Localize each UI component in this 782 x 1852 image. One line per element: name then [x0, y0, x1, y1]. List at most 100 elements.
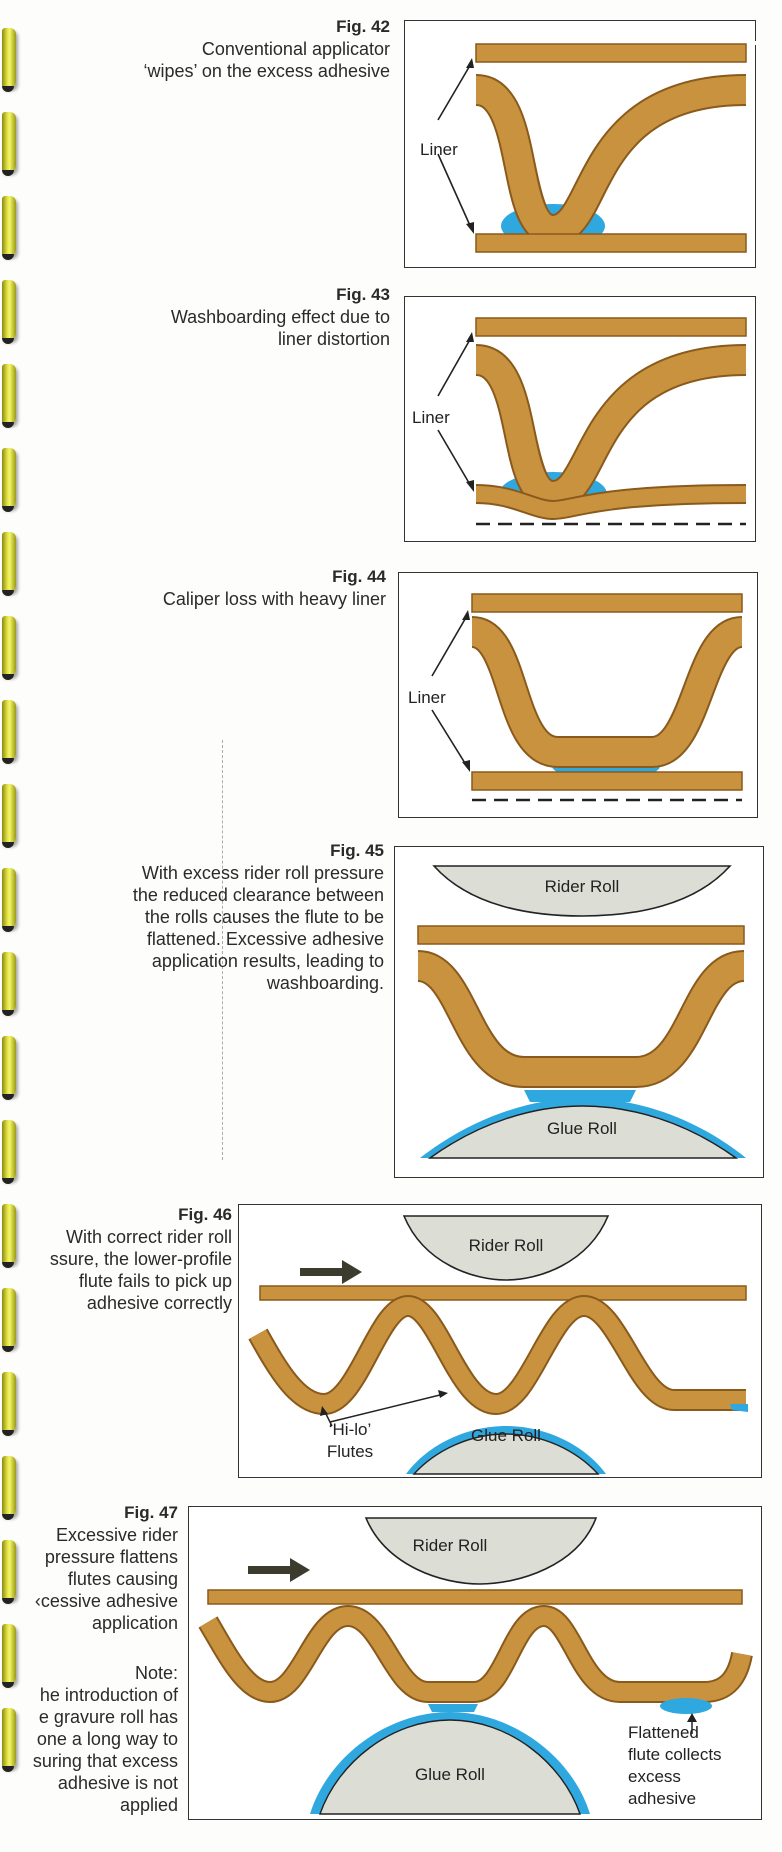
binder-ring-icon — [2, 1288, 16, 1352]
fig45-caption-line: washboarding. — [266, 973, 384, 993]
fig43-bent-liner — [475, 486, 747, 519]
fig45-number: Fig. 45 — [330, 841, 384, 860]
binder-ring-icon — [2, 700, 16, 764]
fig45-caption-line: the reduced clearance between — [132, 885, 384, 905]
arrow-icon — [462, 610, 470, 620]
fig45-caption: Fig. 45 With excess rider roll pressure … — [133, 840, 384, 994]
fig45-glue-roll-label: Glue Roll — [547, 1119, 617, 1138]
binder-ring-icon — [2, 1120, 16, 1184]
fig46-caption-line: ssure, the lower-profile — [49, 1249, 232, 1269]
fig46-glue-roll — [412, 1433, 600, 1475]
fig47-adhesive-nip — [428, 1704, 478, 1712]
arrow-icon — [466, 332, 474, 342]
fig46-top-liner — [259, 1285, 747, 1301]
binder-ring-icon — [2, 364, 16, 428]
fig47-note: Note: he introduction of e gravure roll … — [33, 1662, 178, 1816]
fig46-hilo-label: ‘Hi-lo’ — [328, 1420, 372, 1439]
fig47-top-liner — [207, 1589, 743, 1605]
binder-ring-icon — [2, 1372, 16, 1436]
fig43-top-liner — [475, 317, 747, 337]
fig45-top-liner — [417, 925, 745, 945]
fig45-glue-roll — [427, 1105, 739, 1159]
fig43-flute — [473, 346, 747, 511]
spiral-binding — [0, 0, 24, 1852]
fig47-flute — [200, 1606, 751, 1702]
binder-ring-icon — [2, 532, 16, 596]
fig45-caption-line: With excess rider roll pressure — [141, 863, 384, 883]
fig44-bottom-liner — [471, 771, 743, 791]
fig47-caption-line: pressure flattens — [44, 1547, 178, 1567]
fig47-caption-line: flutes causing — [67, 1569, 178, 1589]
fig47-caption-line: Excessive rider — [55, 1525, 178, 1545]
fig45-caption-line: application results, leading to — [151, 951, 384, 971]
fig47-drawing — [198, 1517, 753, 1815]
arrow-icon — [320, 1406, 328, 1416]
fig46-flutes-label: Flutes — [326, 1442, 374, 1461]
fig47-caption-line: ‹cessive adhesive — [34, 1591, 178, 1611]
binder-ring-icon — [2, 616, 16, 680]
fig45-rider-roll-label: Rider Roll — [544, 877, 620, 896]
fig44-number: Fig. 44 — [332, 567, 386, 586]
arrow-icon — [466, 480, 474, 492]
fig42-number: Fig. 42 — [336, 17, 390, 36]
fig47-flattened-line: excess — [628, 1767, 681, 1786]
binder-ring-icon — [2, 280, 16, 344]
arrow-icon — [248, 1558, 310, 1582]
fig47-collected-adhesive — [660, 1698, 712, 1714]
fig46-flute-edge — [248, 1294, 746, 1416]
fig45-caption-line: flattened. Excessive adhesive — [146, 929, 384, 949]
fig46-adhesive — [730, 1404, 748, 1412]
fig46-flute — [250, 1296, 746, 1414]
fig42-drawing — [437, 43, 747, 253]
fig42-caption: Fig. 42 Conventional applicator ‘wipes’ … — [144, 16, 390, 82]
fig47-note-line: suring that excess — [32, 1751, 178, 1771]
arrow-icon — [466, 222, 474, 234]
fig47-note-line: Note: — [134, 1663, 178, 1683]
fig46-glue-roll-label: Glue Roll — [471, 1426, 541, 1445]
fig43-number: Fig. 43 — [336, 285, 390, 304]
binder-ring-icon — [2, 112, 16, 176]
fig47-flattened-line: adhesive — [628, 1789, 697, 1808]
fig42-top-liner — [475, 43, 747, 63]
fig47-flattened-label: Flattened flute collects excess adhesive — [628, 1722, 722, 1810]
fig47-note-line: applied — [119, 1795, 178, 1815]
fig47-note-line: one a long way to — [36, 1729, 178, 1749]
fig45-flute — [415, 952, 746, 1086]
fig43-caption: Fig. 43 Washboarding effect due to liner… — [171, 284, 390, 350]
fig45-rider-roll — [432, 865, 732, 917]
fig42-caption-line: ‘wipes’ on the excess adhesive — [143, 61, 390, 81]
arrow-icon — [438, 1390, 448, 1398]
fig43-liner-arrow-down — [437, 429, 473, 489]
arrow-icon — [466, 58, 474, 68]
fig42-liner-label: Liner — [420, 140, 458, 159]
fig43-caption-line: Washboarding effect due to — [170, 307, 390, 327]
fig42-svg — [405, 41, 757, 45]
binder-ring-icon — [2, 196, 16, 260]
fig44-flute — [469, 618, 745, 766]
fig46-caption: Fig. 46 With correct rider roll ssure, t… — [50, 1204, 232, 1314]
fig47-caption: Fig. 47 Excessive rider pressure flatten… — [35, 1502, 178, 1634]
binder-ring-icon — [2, 868, 16, 932]
fig44-liner-arrow-up — [431, 613, 469, 677]
fig46-rider-roll-label: Rider Roll — [468, 1236, 544, 1255]
binder-ring-icon — [2, 1624, 16, 1688]
fig42-flute — [473, 76, 747, 245]
fig47-note-line: he introduction of — [39, 1685, 178, 1705]
arrow-icon — [687, 1713, 697, 1722]
fig44-liner-arrow-down — [431, 709, 469, 769]
fig45-adhesive — [524, 1090, 636, 1102]
fig43-caption-line: liner distortion — [277, 329, 390, 349]
binder-ring-icon — [2, 952, 16, 1016]
fig47-glue-roll-label: Glue Roll — [415, 1765, 485, 1784]
fig44-liner-label: Liner — [408, 688, 446, 707]
fig47-rider-roll — [364, 1517, 598, 1585]
fig42-bottom-liner — [475, 233, 747, 253]
fig46-caption-line: flute fails to pick up — [78, 1271, 232, 1291]
binder-ring-icon — [2, 1540, 16, 1604]
fig44-drawing — [431, 593, 745, 802]
binder-ring-icon — [2, 784, 16, 848]
binder-ring-icon — [2, 1708, 16, 1772]
fig46-rider-roll — [402, 1215, 610, 1281]
fig46-number: Fig. 46 — [178, 1205, 232, 1224]
fig45-caption-line: the rolls causes the flute to be — [144, 907, 384, 927]
